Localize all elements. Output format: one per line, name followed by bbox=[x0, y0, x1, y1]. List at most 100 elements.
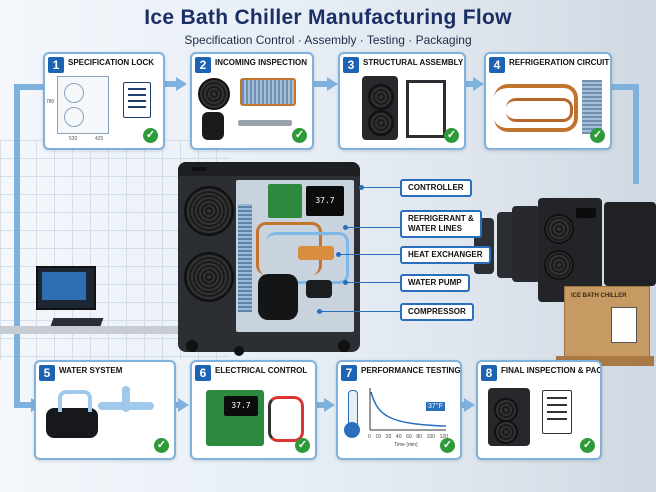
step-number: 8 bbox=[481, 365, 497, 381]
check-icon: ✓ bbox=[143, 128, 158, 143]
copper-pipe-icon bbox=[506, 98, 573, 122]
step-card-final-inspection-packing: 8 FINAL INSPECTION & PACKING ✓ bbox=[476, 360, 602, 460]
step-number: 3 bbox=[343, 57, 359, 73]
fan-icon bbox=[184, 252, 234, 302]
step-card-incoming-inspection: 2 INCOMING INSPECTION ✓ bbox=[190, 52, 314, 150]
computer-monitor bbox=[36, 266, 96, 310]
control-board-icon bbox=[268, 184, 302, 218]
flow-connector-right bbox=[608, 84, 638, 90]
caliper-icon bbox=[238, 120, 292, 126]
check-icon: ✓ bbox=[292, 128, 307, 143]
flow-connector-left-down bbox=[14, 84, 20, 404]
finished-unit-row bbox=[512, 206, 540, 282]
check-icon: ✓ bbox=[590, 128, 605, 143]
step-card-performance-testing: 7 PERFORMANCE TESTING 37°F 0 10 20 40 60… bbox=[336, 360, 462, 460]
handle-slot bbox=[192, 167, 206, 171]
callout-heat-exchanger: HEAT EXCHANGER bbox=[400, 246, 491, 264]
wire-harness-icon bbox=[268, 396, 304, 442]
compressor-component-icon bbox=[202, 112, 224, 140]
step-label: STRUCTURAL ASSEMBLY bbox=[363, 58, 464, 67]
coil-component-icon bbox=[240, 78, 296, 106]
thermometer-bulb bbox=[344, 422, 360, 438]
keyboard bbox=[50, 318, 104, 326]
x-tick: 40 bbox=[395, 434, 402, 440]
check-icon: ✓ bbox=[440, 438, 455, 453]
dimension-height: 780 bbox=[46, 99, 55, 105]
heat-exchanger-icon bbox=[298, 246, 334, 260]
step-number: 7 bbox=[341, 365, 357, 381]
step-card-refrigeration-circuit: 4 REFRIGERATION CIRCUIT ✓ bbox=[484, 52, 612, 150]
coil-component-icon bbox=[582, 80, 602, 134]
shipping-crate: ICE BATH CHILLER bbox=[564, 286, 650, 358]
check-icon: ✓ bbox=[580, 438, 595, 453]
cooling-curve-graph bbox=[369, 388, 447, 431]
pallet bbox=[556, 356, 654, 366]
x-tick: 0 bbox=[368, 434, 371, 440]
condenser-coil-icon bbox=[238, 204, 252, 312]
step-label: SPECIFICATION LOCK bbox=[68, 58, 155, 67]
water-pump-icon bbox=[306, 280, 332, 298]
callout-leader bbox=[346, 282, 400, 283]
clipboard-icon bbox=[542, 390, 572, 434]
checklist-icon bbox=[611, 307, 637, 343]
callout-water-pump: WATER PUMP bbox=[400, 274, 470, 292]
water-pump-icon bbox=[46, 408, 98, 438]
fan-component-icon bbox=[198, 78, 230, 110]
chiller-housing-icon bbox=[362, 76, 398, 140]
flow-arrow-1-2 bbox=[161, 81, 177, 87]
callout-dot bbox=[343, 225, 348, 230]
x-tick: 10 bbox=[375, 434, 382, 440]
page-subtitle: Specification Control · Assembly · Testi… bbox=[184, 33, 472, 47]
check-icon: ✓ bbox=[444, 128, 459, 143]
internal-cutaway: 37.7 bbox=[236, 180, 354, 332]
water-pipe-icon bbox=[58, 390, 92, 412]
callout-leader bbox=[339, 254, 400, 255]
x-tick: 60 bbox=[406, 434, 412, 440]
flow-connector-to-5 bbox=[14, 402, 34, 408]
crate-label: ICE BATH CHILLER bbox=[571, 293, 627, 299]
flow-arrowhead-1-2 bbox=[176, 77, 187, 91]
step-number: 2 bbox=[195, 57, 211, 73]
test-readout: 37°F bbox=[426, 402, 445, 411]
callout-dot bbox=[359, 185, 364, 190]
flow-arrowhead-5-6 bbox=[178, 398, 189, 412]
flow-connector-down bbox=[633, 84, 639, 184]
step-card-specification-lock: 1 SPECIFICATION LOCK 780 520 425 ✓ bbox=[43, 52, 165, 150]
finished-chiller-icon bbox=[488, 388, 530, 446]
flow-arrowhead-2-3 bbox=[327, 77, 338, 91]
flow-arrow-2-3 bbox=[312, 81, 328, 87]
flow-arrow-7-8 bbox=[458, 402, 466, 408]
check-icon: ✓ bbox=[295, 438, 310, 453]
x-tick: 80 bbox=[416, 434, 422, 440]
step-number: 5 bbox=[39, 365, 55, 381]
step-label: REFRIGERATION CIRCUIT bbox=[509, 58, 610, 67]
caster-wheel bbox=[186, 340, 198, 352]
copper-pipe-icon bbox=[494, 84, 578, 132]
chiller-outline-drawing bbox=[57, 76, 109, 134]
step-card-water-system: 5 WATER SYSTEM ✓ bbox=[34, 360, 176, 460]
water-pipe-icon bbox=[122, 386, 130, 412]
x-tick: 20 bbox=[385, 434, 392, 440]
circuit-board-icon: 37.7 bbox=[206, 390, 264, 446]
finished-unit-row bbox=[538, 198, 602, 302]
frame-skeleton-icon bbox=[406, 80, 446, 138]
callout-refrigerant-water-lines: REFRIGERANT & WATER LINES bbox=[400, 210, 482, 238]
step-label: PERFORMANCE TESTING bbox=[361, 366, 461, 375]
callout-leader bbox=[362, 187, 400, 188]
callout-dot bbox=[343, 280, 348, 285]
step-label: INCOMING INSPECTION bbox=[215, 58, 308, 67]
main-chiller-unit: 37.7 bbox=[178, 162, 360, 352]
flow-arrowhead-6-7 bbox=[324, 398, 335, 412]
flow-connector-left bbox=[14, 84, 44, 90]
dimension-width: 520 bbox=[69, 136, 78, 142]
step-number: 1 bbox=[48, 57, 64, 73]
finished-unit-row bbox=[604, 202, 656, 286]
callout-compressor: COMPRESSOR bbox=[400, 303, 474, 321]
flow-arrowhead-7-8 bbox=[464, 398, 475, 412]
callout-dot bbox=[317, 309, 322, 314]
compressor-icon bbox=[258, 274, 298, 320]
controller-display: 37.7 bbox=[306, 186, 344, 216]
step-label: WATER SYSTEM bbox=[59, 366, 123, 375]
step-card-electrical-control: 6 ELECTRICAL CONTROL 37.7 ✓ bbox=[190, 360, 317, 460]
caster-wheel bbox=[338, 340, 350, 352]
